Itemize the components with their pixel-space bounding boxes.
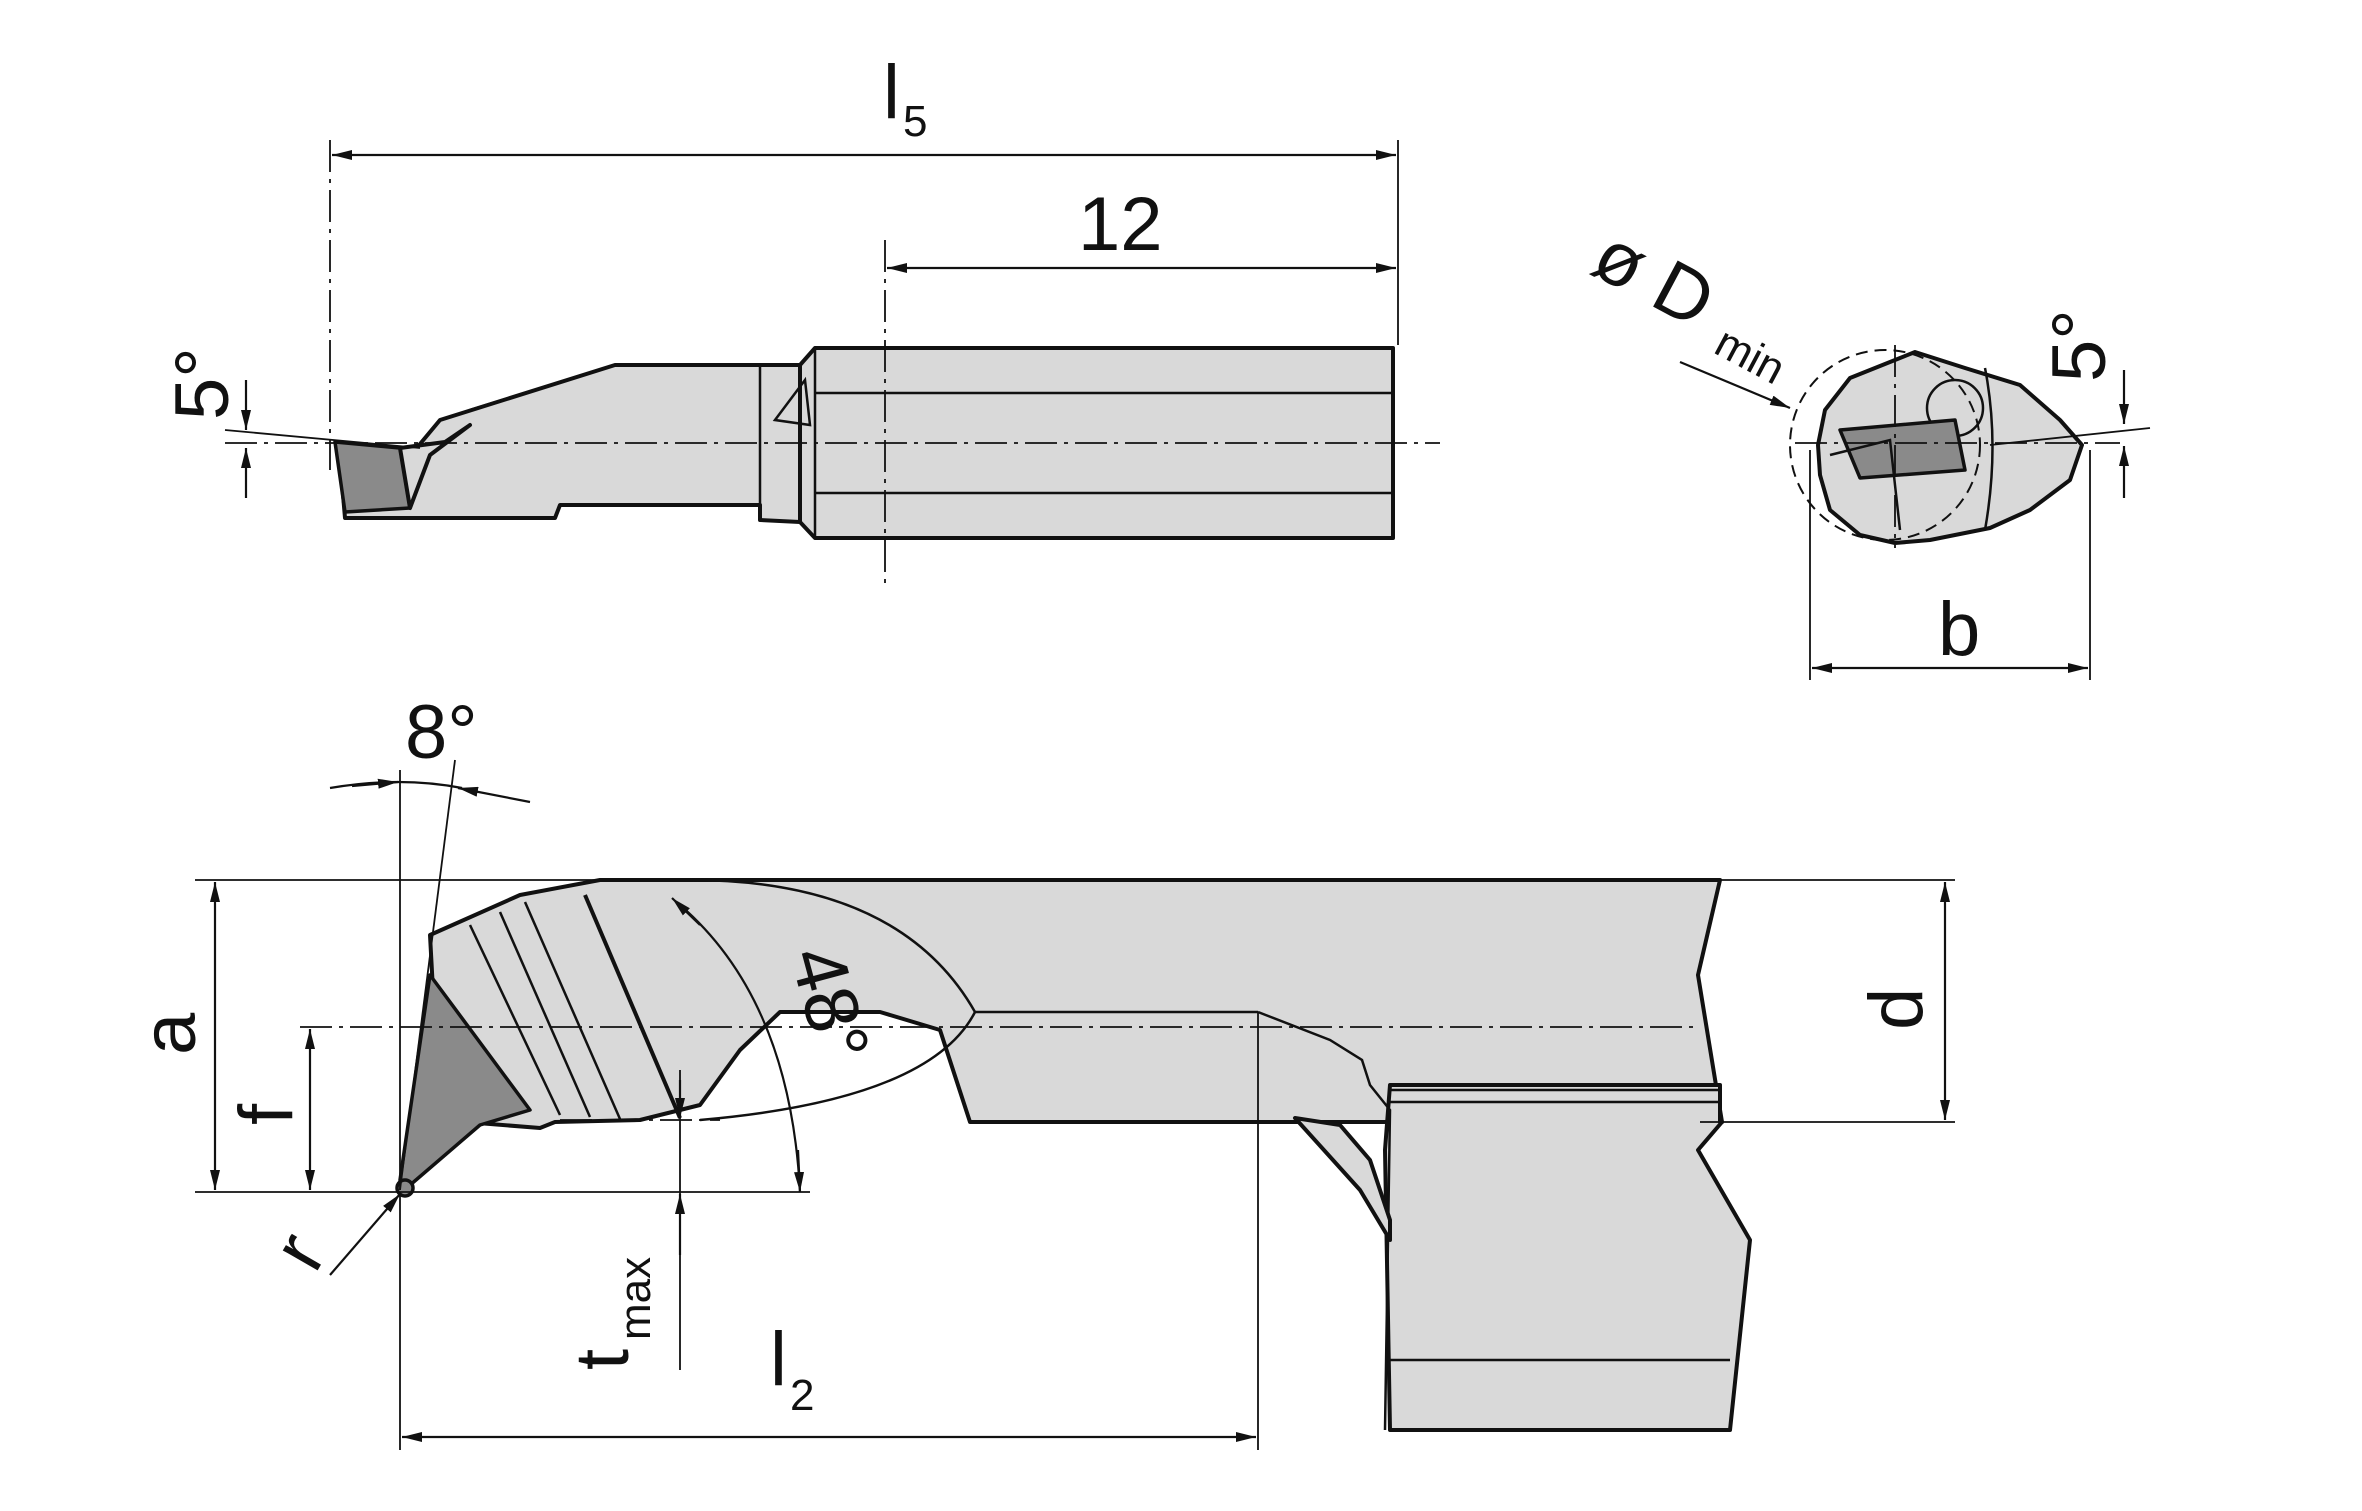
- five-deg-side-angle-line: [224, 429, 421, 449]
- front-view-insert-edge: [1829, 438, 1902, 531]
- side-view: l 5 12 5°: [160, 50, 1440, 590]
- eight-deg-arrow-left: [351, 778, 399, 789]
- d-label: d: [1854, 988, 1939, 1030]
- dmin-leader: [1679, 360, 1791, 410]
- top-view-chamfer-3: [523, 901, 622, 1120]
- tmax-subscript: max: [611, 1257, 660, 1340]
- l5-subscript: 5: [903, 97, 927, 146]
- b-label: b: [1938, 587, 1980, 672]
- front-view-dmin-circle: [1789, 349, 1981, 541]
- twelve-label: 12: [1078, 182, 1163, 267]
- top-view-chamfer-1: [468, 924, 562, 1116]
- side-view-neck-chamfer: [469, 363, 616, 412]
- top-view-chamfer-main: [583, 894, 682, 1119]
- five-deg-side-label: 5°: [160, 347, 245, 420]
- top-view-shank-lower: [1383, 1083, 1752, 1432]
- five-deg-front-label: 5°: [2037, 309, 2122, 382]
- eight-deg-extension-angled: [399, 759, 456, 1191]
- front-view-body-curve: [1983, 367, 1994, 531]
- front-view: ø D min 5° b: [1580, 212, 2151, 680]
- fortyeight-deg-arc: [679, 904, 802, 1193]
- tmax-label: t: [560, 1349, 645, 1370]
- top-view-chamfer-2: [498, 911, 592, 1118]
- r-leader: [329, 1193, 401, 1276]
- five-deg-front-angle-line: [1989, 427, 2151, 446]
- l2-label: l: [770, 1317, 787, 1402]
- top-view-neck-curve: [1257, 1010, 1392, 1431]
- top-view-ellipse-face: [689, 878, 977, 1122]
- top-view: 8° a f r 48° d t max l 2: [127, 690, 1955, 1450]
- fortyeight-deg-arrow-top: [671, 897, 701, 926]
- a-label: a: [127, 1012, 212, 1055]
- eight-deg-label: 8°: [405, 690, 478, 775]
- dmin-subscript: min: [1707, 318, 1793, 395]
- fortyeight-deg-arrow-bottom: [794, 1149, 805, 1193]
- r-label: r: [256, 1219, 342, 1283]
- side-view-notch: [772, 376, 812, 427]
- dmin-label: ø D: [1580, 212, 1728, 345]
- l2-subscript: 2: [790, 1371, 814, 1420]
- l5-label: l: [883, 50, 900, 135]
- f-label: f: [224, 1103, 309, 1125]
- front-view-insert: [1838, 418, 1967, 480]
- side-view-neck: [338, 363, 802, 524]
- eight-deg-arrow-right: [457, 786, 531, 804]
- top-view-neck-fillet: [1293, 1116, 1392, 1242]
